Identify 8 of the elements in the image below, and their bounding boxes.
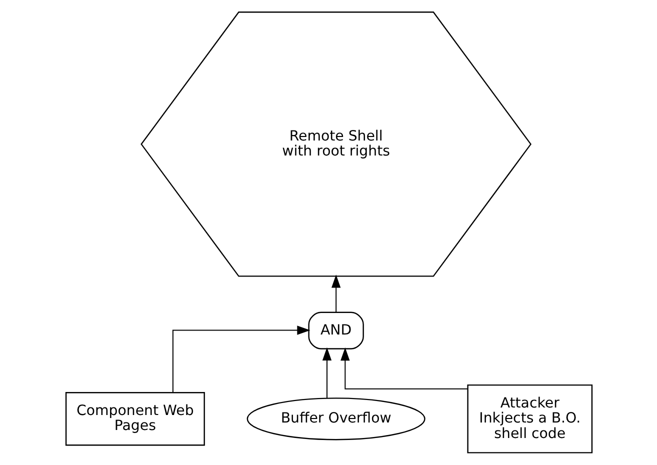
node-box: Component Web Pages [64,392,204,446]
node-ellipse: Buffer Overflow [246,398,425,440]
arrow [172,326,310,392]
node-box: Attacker Inkjects a B.O. shell code [466,384,592,454]
arrow [322,347,332,398]
node-box: AND [308,312,364,350]
arrow [330,274,340,312]
arrow [340,347,468,390]
